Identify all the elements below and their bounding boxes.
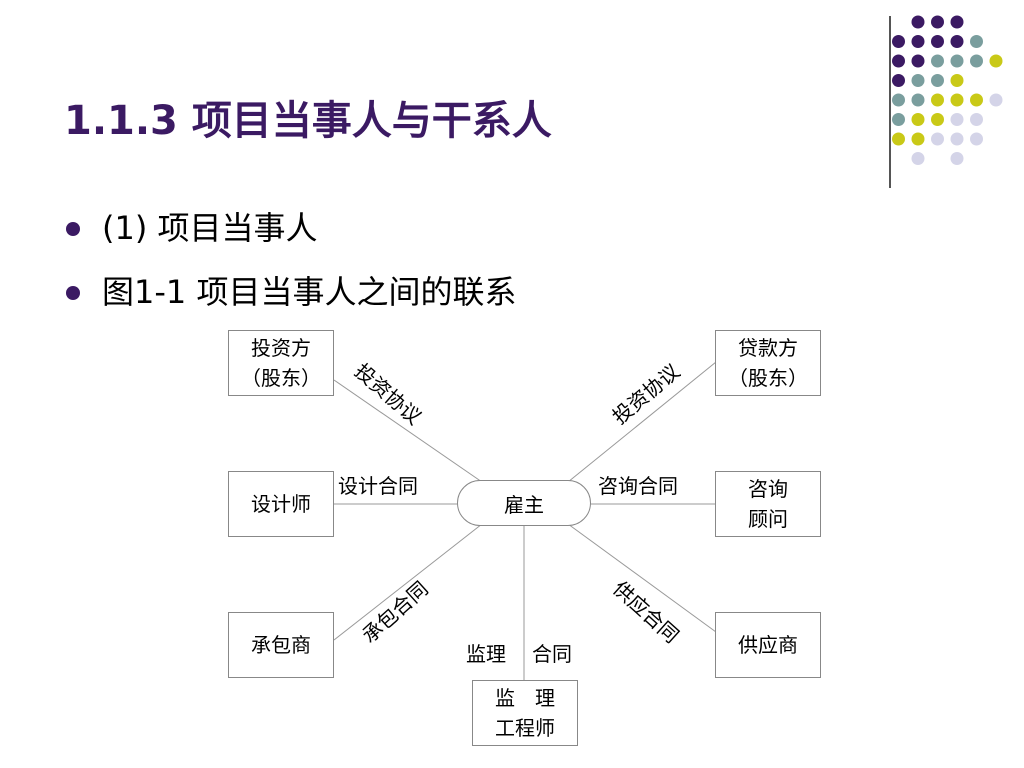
connector-supplier [567,523,717,633]
decorative-dot [970,113,983,126]
party-label-consultant: 咨询 顾问 [748,477,788,531]
relation-label-supervisor-b: 合同 [532,642,572,666]
decorative-dot [911,35,925,48]
decorative-dot [892,35,905,48]
decorative-dot [970,93,983,107]
connector-investor [333,379,483,483]
decorative-dot [911,152,925,165]
decorative-divider-line [889,16,891,188]
decorative-dot [950,74,964,87]
decorative-dot [911,93,925,107]
decorative-dot [931,132,944,146]
decorative-dot [911,15,925,29]
party-box-lender: 贷款方 （股东） [715,330,821,396]
decorative-dot [931,74,944,87]
connector-contractor [333,523,483,641]
bullet-item: (1) 项目当事人 [64,204,516,268]
decorative-dot [950,93,964,107]
decorative-dot [950,15,964,29]
decorative-dot [950,132,964,146]
party-label-supervisor: 监 理 工程师 [495,686,555,740]
decorative-dot [911,74,925,87]
decorative-dot [931,35,944,48]
decorative-dot [970,54,983,68]
decorative-dot [931,54,944,68]
decorative-dot [892,74,905,87]
slide-title: 1.1.3 项目当事人与干系人 [64,98,552,144]
party-box-contractor: 承包商 [228,612,334,678]
party-box-supplier: 供应商 [715,612,821,678]
decorative-dot-grid [892,15,1003,165]
decorative-dot [892,93,905,107]
bullet-text: 图1-1 项目当事人之间的联系 [102,273,517,311]
bullet-item: 图1-1 项目当事人之间的联系 [64,268,516,332]
party-label-investor: 投资方 （股东） [241,336,321,390]
decorative-dot [970,35,983,48]
decorative-dot [892,113,905,126]
decorative-dot [931,93,944,107]
decorative-dot [950,35,964,48]
bullet-dot-icon [66,286,80,300]
party-label-supplier: 供应商 [738,633,798,657]
party-label-designer: 设计师 [251,492,311,516]
decorative-dot [931,113,944,126]
decorative-dot [989,93,1003,107]
decorative-dot [911,132,925,146]
decorative-dot [892,54,905,68]
decorative-dot [989,54,1003,68]
decorative-dot [911,54,925,68]
relation-label-supervisor-a: 监理 [466,642,506,666]
decorative-dot [950,152,964,165]
decorative-dot [892,132,905,146]
party-box-designer: 设计师 [228,471,334,537]
relation-label-designer: 设计合同 [338,474,418,498]
party-label-lender: 贷款方 （股东） [728,336,808,390]
party-box-investor: 投资方 （股东） [228,330,334,396]
relation-label-consultant: 咨询合同 [598,474,678,498]
decorative-dot [970,132,983,146]
connector-lender [567,361,717,483]
center-node-employer: 雇主 [457,480,591,526]
bullet-list: (1) 项目当事人 图1-1 项目当事人之间的联系 [64,204,516,332]
decorative-dot [950,54,964,68]
center-node-label: 雇主 [504,492,544,517]
party-label-contractor: 承包商 [251,633,311,657]
party-box-supervisor: 监 理 工程师 [472,680,578,746]
decorative-dot [931,15,944,29]
decorative-dot [911,113,925,126]
decorative-dot [950,113,964,126]
party-box-consultant: 咨询 顾问 [715,471,821,537]
bullet-text: (1) 项目当事人 [102,209,318,247]
bullet-dot-icon [66,222,80,236]
